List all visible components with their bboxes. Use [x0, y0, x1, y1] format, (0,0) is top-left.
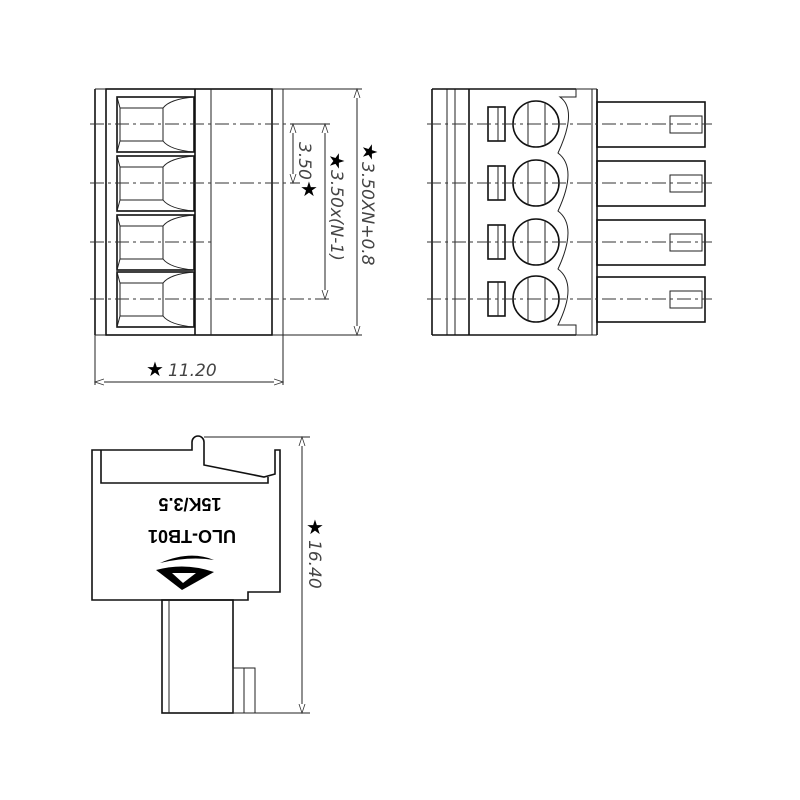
pole [427, 218, 712, 266]
bottom-view: 15K/3.5 ULO-TB01 ★ 16.40 [91, 435, 324, 713]
width-label: 11.20 [168, 361, 217, 381]
model-marking: ULO-TB01 [148, 526, 236, 546]
star-icon: ★ [306, 515, 324, 539]
height-label: 16.40 [304, 540, 324, 589]
pole [427, 100, 712, 148]
pole [427, 275, 712, 323]
pitch-label: 3.50 [294, 142, 314, 180]
spec-marking: 15K/3.5 [158, 494, 221, 514]
funnel-lines [116, 155, 195, 212]
funnel-lines [116, 96, 195, 153]
pitch-span-label: 3.50x(N-1) [326, 170, 346, 261]
length-label: 3.50XN+0.8 [357, 162, 377, 266]
funnel-lines [116, 271, 195, 328]
star-icon: ★ [146, 357, 164, 381]
side-view [427, 88, 712, 336]
brand-logo-icon [156, 555, 214, 590]
star-icon: ★ [358, 143, 382, 161]
funnel-lines [116, 214, 195, 271]
star-icon: ★ [300, 177, 318, 201]
star-icon: ★ [325, 152, 349, 170]
front-view: 3.50 ★ ★ 3.50x(N-1) ★ 3.50XN+0.8 ★ 11.20 [90, 89, 382, 385]
pole [427, 159, 712, 207]
